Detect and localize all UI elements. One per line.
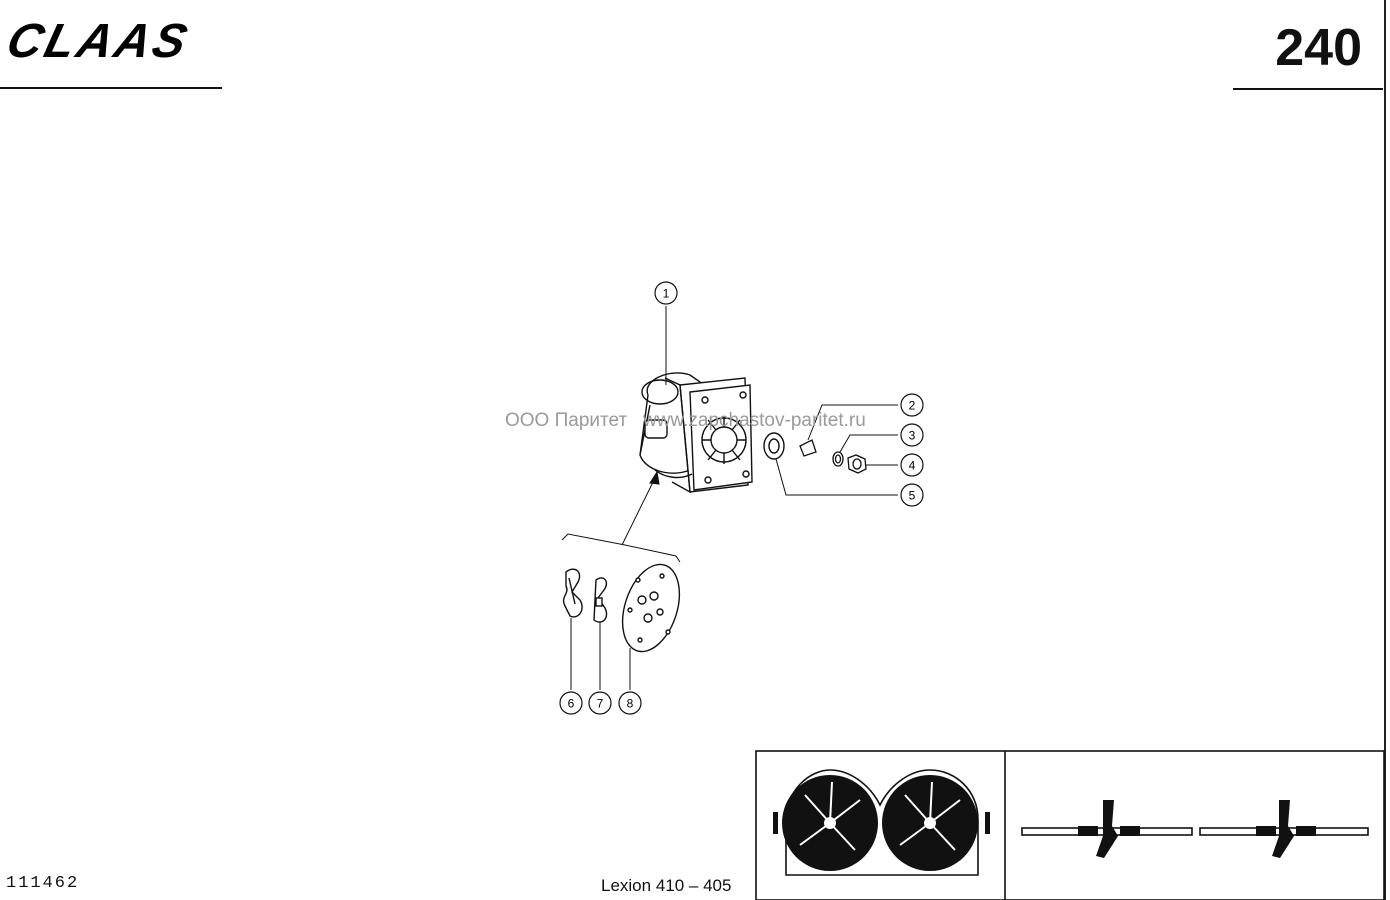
callout-4: 4 (900, 453, 924, 477)
callout-7: 7 (588, 691, 612, 715)
callout-1: 1 (654, 281, 678, 305)
logo-underline (0, 87, 222, 89)
page-right-border (1384, 0, 1386, 900)
page-number: 240 (1275, 19, 1362, 77)
callout-6-label: 6 (568, 697, 575, 711)
callout-3: 3 (900, 423, 924, 447)
callout-2-label: 2 (909, 399, 916, 413)
callout-4-label: 4 (909, 459, 916, 473)
shaft-seal-part-5 (763, 432, 785, 460)
callout-1-label: 1 (663, 287, 670, 301)
leader-lines (561, 306, 898, 690)
watermark-text: ООО Паритет www.zapchastov-paritet.ru (505, 410, 866, 431)
callout-7-label: 7 (597, 697, 604, 711)
callout-2: 2 (900, 393, 924, 417)
retaining-ring-part-3 (832, 451, 844, 467)
cutterbar-pictogram (1021, 800, 1369, 858)
callout-8-label: 8 (627, 697, 634, 711)
shaft-key-part-2 (799, 439, 817, 457)
model-label: Lexion 410 – 405 (601, 876, 732, 895)
gasket-plate-part-8 (621, 563, 681, 653)
callout-5: 5 (900, 483, 924, 507)
seal-part-6 (562, 568, 583, 618)
callout-6: 6 (559, 691, 583, 715)
callout-5-label: 5 (909, 489, 916, 503)
drawing-number: 111462 (6, 874, 80, 893)
callout-3-label: 3 (909, 429, 916, 443)
gear-pump-drawing (639, 372, 753, 494)
seal-part-7 (593, 577, 608, 623)
callout-8: 8 (618, 691, 642, 715)
nut-part-4 (847, 454, 867, 474)
page-number-underline (1233, 88, 1383, 90)
rotor-pictogram (773, 769, 990, 876)
